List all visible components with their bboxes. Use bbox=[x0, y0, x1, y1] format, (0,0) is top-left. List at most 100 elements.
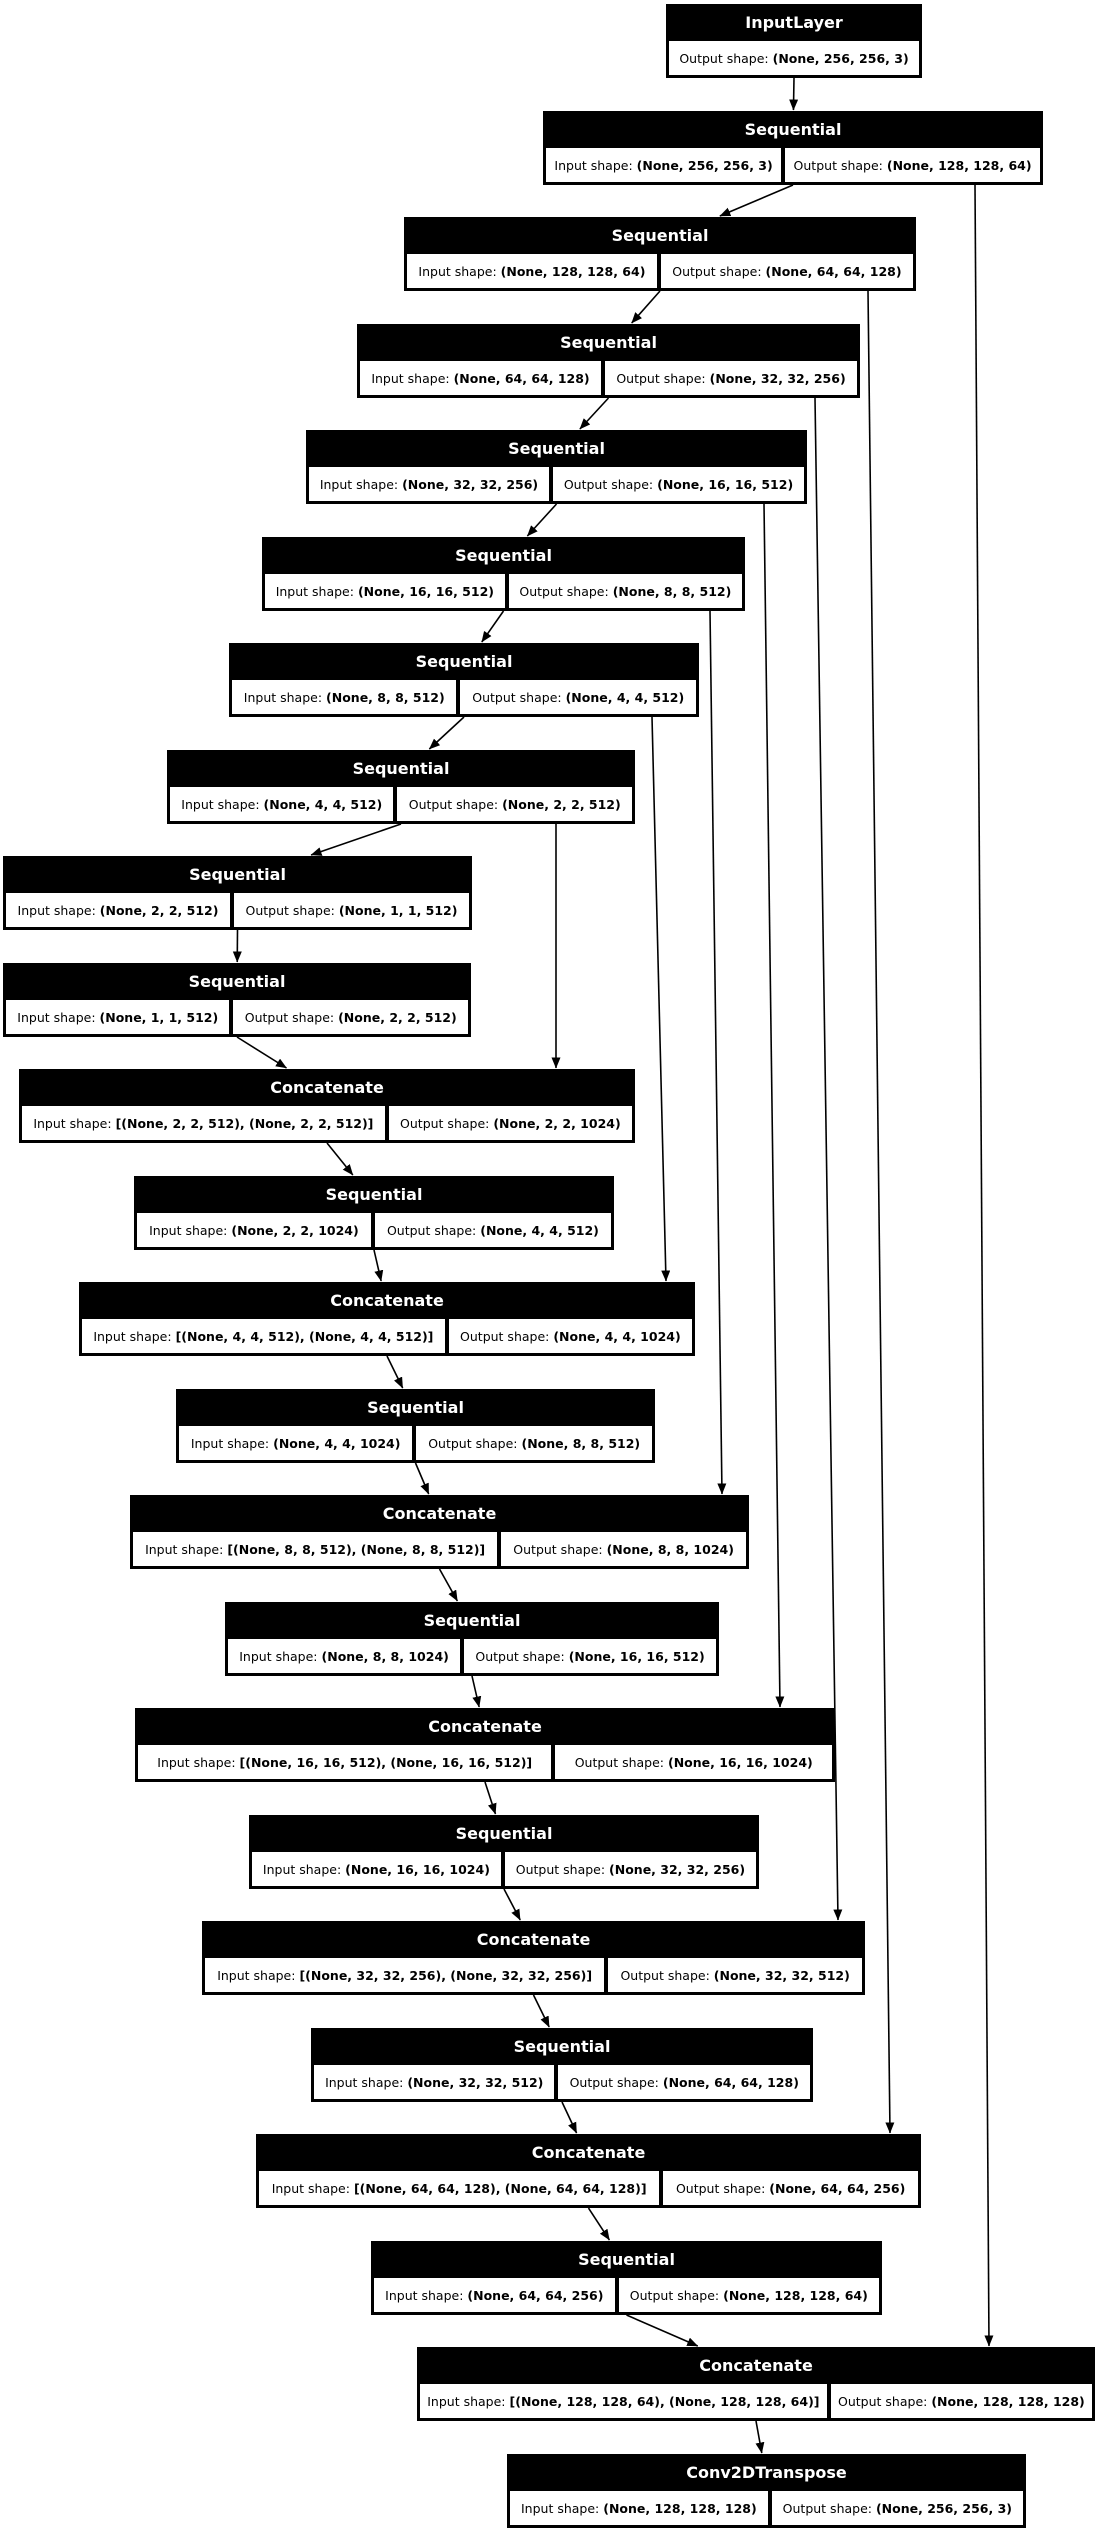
output-shape-prefix: Output shape: bbox=[475, 1648, 565, 1664]
output-shape-prefix: Output shape: bbox=[386, 1222, 477, 1238]
input-shape-cell: Input shape:(None, 32, 32, 256) bbox=[309, 467, 549, 501]
output-shape-value: (None, 8, 8, 1024) bbox=[606, 1541, 734, 1557]
output-shape-cell: Output shape:(None, 2, 2, 512) bbox=[233, 1000, 469, 1034]
output-shape-value: (None, 32, 32, 256) bbox=[609, 1861, 746, 1877]
edge-chain-13-14 bbox=[414, 1462, 430, 1495]
output-shape-value: (None, 64, 64, 128) bbox=[765, 263, 902, 279]
layer-type-label: Concatenate bbox=[205, 1921, 862, 1958]
edge-chain-14-15 bbox=[438, 1568, 459, 1602]
edge-skip-4-16 bbox=[763, 503, 785, 1708]
output-shape-cell: Output shape:(None, 32, 32, 512) bbox=[608, 1958, 863, 1992]
output-shape-value: (None, 4, 4, 1024) bbox=[553, 1328, 681, 1344]
output-shape-text: Output shape:(None, 32, 32, 512) bbox=[620, 1968, 849, 1983]
output-shape-prefix: Output shape: bbox=[563, 476, 654, 492]
input-shape-value: [(None, 8, 8, 512), (None, 8, 8, 512)] bbox=[227, 1541, 486, 1557]
input-shape-text: Input shape:(None, 128, 128, 128) bbox=[521, 2501, 757, 2516]
layer-type-label: Sequential bbox=[6, 963, 468, 1000]
input-shape-text: Input shape:(None, 32, 32, 512) bbox=[325, 2075, 543, 2090]
input-shape-cell: Input shape:(None, 32, 32, 512) bbox=[314, 2065, 555, 2099]
edge-chain-18-19 bbox=[532, 1994, 550, 2028]
output-shape-value: (None, 1, 1, 512) bbox=[338, 902, 458, 918]
output-shape-text: Output shape:(None, 128, 128, 64) bbox=[630, 2288, 868, 2303]
input-shape-text: Input shape:(None, 2, 2, 512) bbox=[18, 903, 219, 918]
input-shape-cell: Input shape:(None, 1, 1, 512) bbox=[6, 1000, 230, 1034]
input-shape-prefix: Input shape: bbox=[319, 476, 399, 492]
edge-chain-12-13 bbox=[386, 1355, 404, 1389]
input-shape-value: (None, 2, 2, 512) bbox=[99, 902, 219, 918]
input-shape-cell: Input shape:(None, 128, 128, 128) bbox=[510, 2491, 768, 2525]
output-shape-cell: Output shape:(None, 64, 64, 128) bbox=[558, 2065, 811, 2099]
input-shape-value: (None, 8, 8, 512) bbox=[326, 689, 445, 705]
output-shape-prefix: Output shape: bbox=[408, 796, 499, 812]
layer-type-label: Sequential bbox=[170, 750, 632, 787]
input-shape-prefix: Input shape: bbox=[33, 1115, 112, 1131]
input-shape-prefix: Input shape: bbox=[385, 2287, 464, 2303]
layer-type-text: Sequential bbox=[352, 759, 450, 778]
output-shape-value: (None, 32, 32, 512) bbox=[713, 1967, 850, 1983]
layer-type-text: Sequential bbox=[188, 972, 286, 991]
shape-cells: Input shape:(None, 1, 1, 512) Output shap… bbox=[6, 1000, 469, 1034]
edge-chain-15-16 bbox=[471, 1675, 482, 1708]
input-shape-prefix: Input shape: bbox=[239, 1648, 318, 1664]
shape-cells: Input shape:(None, 256, 256, 3)Output sh… bbox=[546, 148, 1041, 182]
layer-type-label: Concatenate bbox=[82, 1282, 692, 1319]
input-shape-value: [(None, 32, 32, 256), (None, 32, 32, 256… bbox=[299, 1967, 593, 1983]
layer-type-text: Sequential bbox=[578, 2250, 675, 2269]
input-shape-value: [(None, 16, 16, 512), (None, 16, 16, 512… bbox=[239, 1754, 533, 1770]
layer-type-text: Sequential bbox=[455, 1824, 553, 1843]
output-shape-cell: Output shape:(None, 4, 4, 1024) bbox=[448, 1319, 693, 1353]
input-shape-prefix: Input shape: bbox=[371, 370, 450, 386]
output-shape-text: Output shape:(None, 2, 2, 512) bbox=[245, 1010, 457, 1025]
layer-type-label: Concatenate bbox=[420, 2347, 1092, 2384]
input-shape-text: Input shape:(None, 128, 128, 64) bbox=[418, 264, 645, 279]
input-shape-value: [(None, 4, 4, 512), (None, 4, 4, 512)] bbox=[175, 1328, 434, 1344]
input-shape-text: Input shape:[(None, 2, 2, 512), (None, 2… bbox=[33, 1116, 373, 1131]
output-shape-value: (None, 2, 2, 1024) bbox=[493, 1115, 621, 1131]
output-shape-prefix: Output shape: bbox=[616, 370, 706, 386]
output-shape-cell: Output shape:(None, 4, 4, 512) bbox=[460, 680, 697, 714]
input-shape-value: (None, 4, 4, 1024) bbox=[273, 1435, 401, 1451]
input-shape-prefix: Input shape: bbox=[190, 1435, 270, 1451]
layer-type-label: Sequential bbox=[265, 537, 742, 574]
input-shape-value: (None, 2, 2, 1024) bbox=[231, 1222, 359, 1238]
output-shape-value: (None, 8, 8, 512) bbox=[521, 1435, 641, 1451]
input-shape-prefix: Input shape: bbox=[243, 689, 323, 705]
layer-type-label: Sequential bbox=[314, 2028, 810, 2065]
output-shape-text: Output shape:(None, 64, 64, 128) bbox=[672, 264, 901, 279]
layer-type-text: Concatenate bbox=[270, 1078, 384, 1097]
output-shape-text: Output shape:(None, 16, 16, 512) bbox=[475, 1649, 704, 1664]
shape-cells: Input shape:(None, 8, 8, 512) Output shap… bbox=[232, 680, 697, 714]
edge-chain-16-17 bbox=[484, 1781, 497, 1815]
input-shape-prefix: Input shape: bbox=[17, 902, 96, 918]
input-shape-text: Input shape:(None, 64, 64, 256) bbox=[385, 2288, 603, 2303]
edge-skip-5-14 bbox=[709, 610, 727, 1495]
edge-chain-3-4 bbox=[579, 397, 610, 430]
edge-chain-1-2 bbox=[719, 184, 794, 217]
input-shape-text: Input shape:(None, 16, 16, 512) bbox=[276, 584, 494, 599]
shape-cells: Input shape:(None, 128, 128, 64) Output s… bbox=[407, 254, 914, 288]
output-shape-cell: Output shape:(None, 8, 8, 512) bbox=[416, 1426, 652, 1460]
output-shape-value: (None, 4, 4, 512) bbox=[480, 1222, 599, 1238]
output-shape-prefix: Output shape: bbox=[574, 1754, 665, 1770]
output-shape-prefix: Output shape: bbox=[472, 689, 562, 705]
output-shape-text: Output shape:(None, 16, 16, 1024) bbox=[575, 1755, 813, 1770]
shape-cells: Input shape:[(None, 4, 4, 512), (None, 4… bbox=[82, 1319, 693, 1353]
output-shape-cell: Output shape:(None, 128, 128, 64) bbox=[785, 148, 1041, 182]
edge-skip-6-12 bbox=[651, 716, 671, 1282]
input-shape-prefix: Input shape: bbox=[93, 1328, 172, 1344]
output-shape-text: Output shape:(None, 64, 64, 128) bbox=[570, 2075, 799, 2090]
output-shape-prefix: Output shape: bbox=[245, 902, 335, 918]
layer-type-text: InputLayer bbox=[745, 13, 843, 32]
edge-chain-10-11 bbox=[326, 1142, 354, 1176]
input-shape-value: (None, 64, 64, 128) bbox=[453, 370, 590, 386]
output-shape-text: Output shape:(None, 2, 2, 512) bbox=[409, 797, 621, 812]
